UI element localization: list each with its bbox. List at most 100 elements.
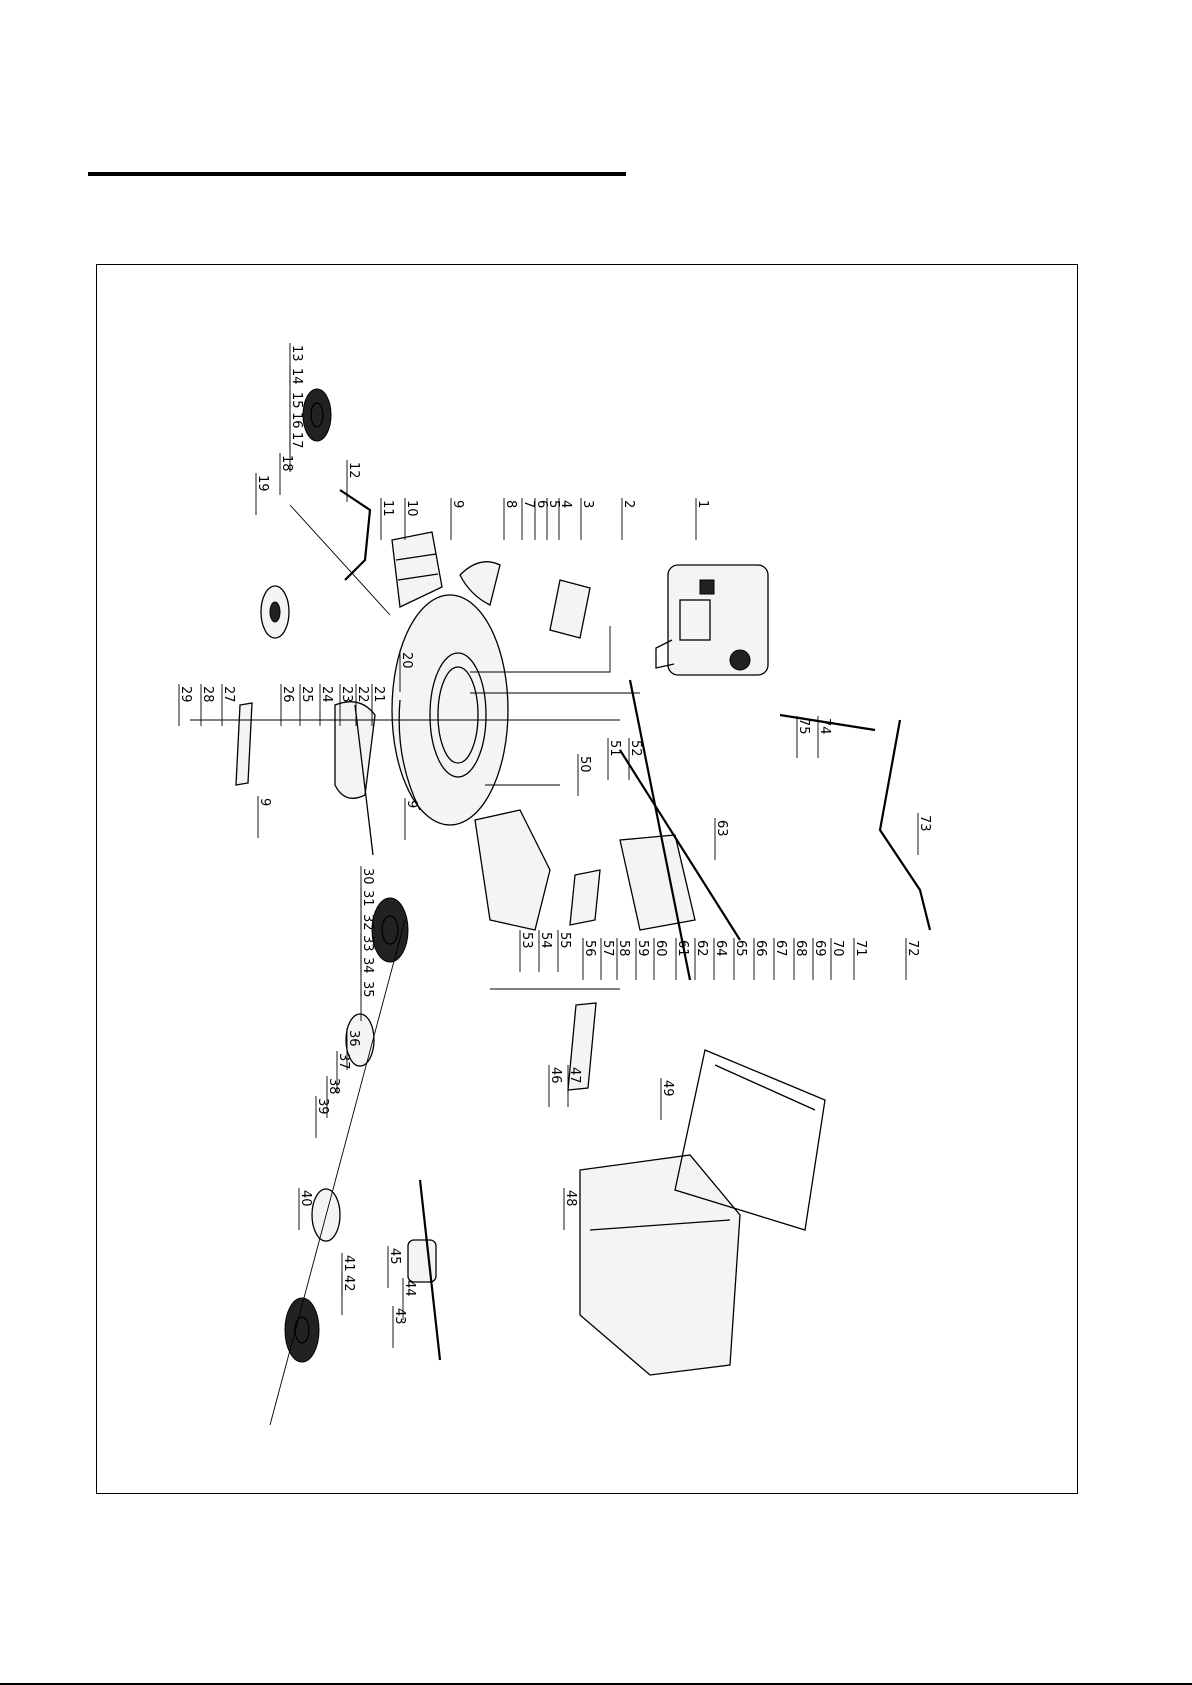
callout-number: 66 [753, 940, 768, 957]
callout-46: 46 [548, 1065, 563, 1107]
callout-number: 37 [336, 1053, 351, 1070]
callout-number: 69 [812, 940, 827, 957]
callout-number: 58 [616, 940, 631, 957]
callout-number: 24 [319, 686, 334, 703]
callout-number: 55 [557, 932, 572, 949]
callout-number: 9 [450, 500, 465, 508]
callout-7: 7 [521, 498, 536, 540]
callout-number: 41 [341, 1255, 356, 1272]
callout-number: 35 [360, 981, 375, 998]
callout-39: 39 [315, 1096, 330, 1138]
callout-number: 12 [346, 462, 361, 479]
callout-number: 10 [404, 500, 419, 517]
callout-number: 42 [341, 1275, 356, 1292]
callout-number: 17 [289, 432, 304, 449]
callout-number: 29 [178, 686, 193, 703]
callout-number: 25 [299, 686, 314, 703]
chute-icon [392, 532, 442, 607]
rear-flap-icon [475, 810, 550, 930]
callout-number: 65 [733, 940, 748, 957]
callout-number: 3 [580, 500, 595, 508]
part-drawings [190, 389, 930, 1425]
callout-number: 18 [279, 455, 294, 472]
lower-handle-icon [630, 680, 690, 980]
callout-number: 68 [793, 940, 808, 957]
callout-8: 8 [503, 498, 518, 540]
callout-70: 70 [830, 938, 845, 980]
callout-number: 46 [548, 1067, 563, 1084]
callout-2: 2 [621, 498, 636, 540]
callout-number: 51 [607, 740, 622, 757]
callout-number: 40 [298, 1190, 313, 1207]
callout-number: 15 [289, 392, 304, 409]
callout-42: 42 [341, 1273, 356, 1315]
callout-71: 71 [853, 938, 868, 980]
callout-9-2: 9 [257, 796, 272, 838]
callout-number: 50 [577, 756, 592, 773]
callout-number: 60 [653, 940, 668, 957]
callout-67: 67 [773, 938, 788, 980]
callout-number: 26 [280, 686, 295, 703]
callout-40: 40 [298, 1188, 313, 1230]
callout-number: 28 [200, 686, 215, 703]
callout-number: 2 [621, 500, 636, 508]
callout-number: 9 [257, 798, 272, 806]
grass-bag-icon [580, 1155, 740, 1375]
callout-48: 48 [563, 1188, 578, 1230]
callout-69: 69 [812, 938, 827, 980]
callout-58: 58 [616, 938, 631, 980]
callout-49: 49 [660, 1078, 675, 1120]
callout-73: 73 [917, 813, 932, 855]
callout-55: 55 [557, 930, 572, 972]
callout-1: 1 [695, 498, 710, 540]
callout-number: 59 [635, 940, 650, 957]
callout-number: 30 [360, 868, 375, 885]
callout-number: 67 [773, 940, 788, 957]
callout-68: 68 [793, 938, 808, 980]
callout-number: 14 [289, 368, 304, 385]
callout-53: 53 [519, 930, 534, 972]
callout-number: 22 [355, 686, 370, 703]
callout-number: 34 [360, 957, 375, 974]
wheel-icon [285, 1298, 319, 1362]
engine-icon [656, 565, 768, 675]
callout-number: 27 [221, 686, 236, 703]
callout-74: 74 [817, 716, 832, 758]
callout-number: 45 [387, 1248, 402, 1265]
callout-number: 31 [360, 890, 375, 907]
callout-number: 61 [675, 940, 690, 957]
callout-50: 50 [577, 754, 592, 796]
callout-number: 75 [796, 718, 811, 735]
callout-60: 60 [653, 938, 668, 980]
callout-18: 18 [279, 453, 294, 495]
callout-number: 7 [521, 500, 536, 508]
callout-number: 23 [339, 686, 354, 703]
callout-65: 65 [733, 938, 748, 980]
callout-75: 75 [796, 716, 811, 758]
callout-number: 1 [695, 500, 710, 508]
callout-number: 9 [404, 800, 419, 808]
callout-number: 62 [694, 940, 709, 957]
callout-51: 51 [607, 738, 622, 780]
callout-number: 47 [567, 1067, 582, 1084]
callout-number: 13 [289, 345, 304, 362]
callout-number: 73 [917, 815, 932, 832]
wheel-icon [261, 586, 289, 638]
callout-number: 63 [714, 820, 729, 837]
callout-number: 32 [360, 914, 375, 931]
callout-number: 72 [905, 940, 920, 957]
cover-icon [550, 580, 590, 638]
callout-63: 63 [714, 818, 729, 860]
callout-57: 57 [600, 938, 615, 980]
callout-10: 10 [404, 498, 419, 540]
callout-number: 54 [538, 932, 553, 949]
callout-number: 64 [713, 940, 728, 957]
callout-45: 45 [387, 1246, 402, 1288]
callout-3: 3 [580, 498, 595, 540]
callout-number: 8 [503, 500, 518, 508]
blade-adapter-icon [335, 702, 375, 799]
callout-number: 20 [399, 652, 414, 669]
rear-cover-icon [570, 870, 600, 925]
callout-number: 19 [255, 475, 270, 492]
